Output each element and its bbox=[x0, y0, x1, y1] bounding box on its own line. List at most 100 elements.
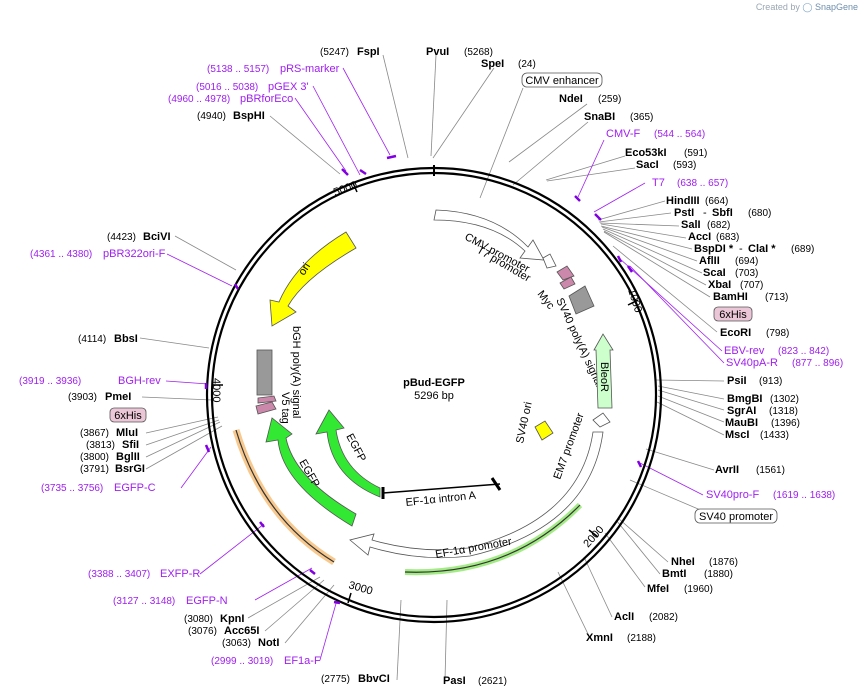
primer-name: T7 bbox=[652, 177, 665, 189]
site-bbvci[interactable]: (2775)BbvCI bbox=[321, 673, 390, 685]
v5-tag-2[interactable] bbox=[257, 395, 277, 404]
site-hindiii[interactable]: HindIII(664) bbox=[666, 195, 728, 207]
tick-label-1000: 1000 bbox=[625, 287, 644, 314]
feature-label-bgh-polya: bGH poly(A) signal bbox=[290, 326, 302, 418]
boxed-6xhis-left[interactable]: 6xHis bbox=[109, 407, 147, 423]
boxed-6xhis-right[interactable]: 6xHis bbox=[713, 306, 753, 322]
site-bspdi-clai[interactable]: BspDI *-ClaI *(689) bbox=[694, 243, 814, 255]
site-pos: (259) bbox=[598, 94, 621, 105]
em7-promoter-arrow[interactable] bbox=[592, 412, 611, 428]
site-bsrgi[interactable]: (3791)BsrGI bbox=[80, 463, 145, 475]
site-pmei[interactable]: (3903)PmeI bbox=[68, 391, 131, 403]
ef1a-intron[interactable] bbox=[381, 477, 502, 499]
primer-egfp-n[interactable]: (3127 .. 3148)EGFP-N bbox=[113, 595, 228, 607]
site-kpni[interactable]: (3080)KpnI bbox=[184, 613, 244, 625]
site-psii[interactable]: PsiI(913) bbox=[727, 375, 782, 387]
site-name: SfiI bbox=[122, 439, 139, 451]
myc-tag-2[interactable] bbox=[559, 276, 576, 290]
site-mfei[interactable]: MfeI(1960) bbox=[647, 583, 713, 595]
primer-range: (3735 .. 3756) bbox=[41, 483, 103, 494]
site-nhei[interactable]: NheI(1876) bbox=[671, 556, 738, 568]
site-sfii[interactable]: (3813)SfiI bbox=[86, 439, 139, 451]
site-sali[interactable]: SalI(682) bbox=[681, 219, 730, 231]
site-spei[interactable]: SpeI(24) bbox=[481, 58, 536, 70]
primer-ef1a-f[interactable]: (2999 .. 3019)EF1a-F bbox=[211, 655, 321, 667]
primer-prs-marker[interactable]: (5138 .. 5157)pRS-marker bbox=[207, 63, 340, 75]
site-sgrai[interactable]: SgrAI(1318) bbox=[727, 405, 798, 417]
boxed-label: 6xHis bbox=[719, 309, 747, 321]
site-aflii[interactable]: AflII(694) bbox=[699, 255, 758, 267]
bgh-polya-box[interactable] bbox=[256, 349, 273, 396]
site-acc65i[interactable]: (3076)Acc65I bbox=[188, 625, 259, 637]
site-ecori[interactable]: EcoRI(798) bbox=[720, 327, 789, 339]
site-pvui[interactable]: PvuI(5268) bbox=[426, 46, 493, 58]
primer-cmv-f[interactable]: CMV-F(544 .. 564) bbox=[606, 128, 705, 140]
site-acci[interactable]: AccI(683) bbox=[688, 231, 739, 243]
ori-arrow[interactable] bbox=[269, 231, 357, 327]
site-xmni[interactable]: XmnI(2188) bbox=[586, 632, 656, 644]
boxed-cmv-enhancer[interactable]: CMV enhancer bbox=[521, 72, 603, 88]
primer-t7[interactable]: T7(638 .. 657) bbox=[652, 177, 728, 189]
primer-name: SV40pro-F bbox=[706, 489, 759, 501]
myc-tag[interactable] bbox=[556, 265, 575, 281]
site-pos: (4940) bbox=[197, 111, 226, 122]
egfp-arrow-outer[interactable] bbox=[265, 417, 357, 527]
primer-pbrforeco[interactable]: (4960 .. 4978)pBRforEco bbox=[168, 93, 293, 105]
site-ndei[interactable]: NdeI(259) bbox=[559, 93, 621, 105]
site-noti[interactable]: (3063)NotI bbox=[222, 637, 279, 649]
site-name: BspDI * bbox=[694, 243, 734, 255]
site-msci[interactable]: MscI(1433) bbox=[725, 429, 789, 441]
feature-label-egfp-inner: EGFP bbox=[343, 432, 368, 464]
boxed-sv40-promoter[interactable]: SV40 promoter bbox=[694, 508, 778, 524]
ef1a-promoter-arrow[interactable] bbox=[349, 431, 604, 559]
egfp-arrow-inner[interactable] bbox=[315, 409, 381, 498]
t7-promoter-arrow[interactable] bbox=[542, 253, 557, 269]
primer-sv40pa-r[interactable]: SV40pA-R(877 .. 896) bbox=[726, 357, 843, 369]
primer-pgex3[interactable]: (5016 .. 5038)pGEX 3' bbox=[196, 81, 309, 93]
site-maubi[interactable]: MauBI(1396) bbox=[725, 417, 800, 429]
site-xbai[interactable]: XbaI(707) bbox=[708, 279, 763, 291]
svg-text:-: - bbox=[739, 243, 743, 255]
site-eco53ki[interactable]: Eco53kI(591) bbox=[625, 147, 707, 159]
primer-pbr322ori-f[interactable]: (4361 .. 4380)pBR322ori-F bbox=[30, 248, 166, 260]
site-name: MfeI bbox=[647, 583, 669, 595]
site-name: BamHI bbox=[713, 291, 748, 303]
sv40-ori-box[interactable] bbox=[534, 420, 554, 441]
cmv-promoter-arrow[interactable] bbox=[433, 209, 545, 261]
site-pos: (1433) bbox=[760, 430, 789, 441]
feature-label-ori: ori bbox=[296, 261, 313, 278]
site-bamhi[interactable]: BamHI(713) bbox=[713, 291, 788, 303]
plasmid-name: pBud-EGFP bbox=[403, 377, 465, 389]
site-bmgbi[interactable]: BmgBI(1302) bbox=[727, 393, 799, 405]
site-bsphi[interactable]: (4940)BspHI bbox=[197, 110, 265, 122]
site-bcivi[interactable]: (4423)BciVI bbox=[107, 231, 171, 243]
site-bglii[interactable]: (3800)BglII bbox=[80, 451, 140, 463]
primer-ebv-rev[interactable]: EBV-rev(823 .. 842) bbox=[724, 345, 829, 357]
site-pos: (4114) bbox=[78, 334, 106, 345]
sv40-polya-box[interactable] bbox=[568, 285, 595, 315]
primer-sv40pro-f[interactable]: SV40pro-F(1619 .. 1638) bbox=[706, 489, 835, 501]
site-saci[interactable]: SacI(593) bbox=[636, 159, 696, 171]
site-snabi[interactable]: SnaBI(365) bbox=[584, 111, 653, 123]
site-mlui[interactable]: (3867)MluI bbox=[80, 427, 138, 439]
site-avrii[interactable]: AvrII(1561) bbox=[715, 464, 785, 476]
site-name: PvuI bbox=[426, 46, 449, 58]
site-acli[interactable]: AclI(2082) bbox=[614, 611, 678, 623]
site-bmti[interactable]: BmtI(1880) bbox=[662, 568, 733, 580]
site-name: Acc65I bbox=[224, 625, 259, 637]
site-fspi[interactable]: (5247)FspI bbox=[320, 46, 380, 58]
site-pos: (3867) bbox=[80, 428, 109, 439]
boxed-label: CMV enhancer bbox=[525, 75, 599, 87]
site-pos: (682) bbox=[707, 220, 730, 231]
site-psti-sbfi[interactable]: PstI-SbfI(680) bbox=[674, 207, 771, 219]
primer-bgh-rev[interactable]: (3919 .. 3936)BGH-rev bbox=[19, 375, 161, 387]
primer-egfp-c[interactable]: (3735 .. 3756)EGFP-C bbox=[41, 482, 156, 494]
tick-label-4000: 4000 bbox=[210, 378, 222, 402]
v5-tag[interactable] bbox=[255, 401, 277, 415]
site-bbsi[interactable]: (4114)BbsI bbox=[78, 333, 138, 345]
bleor-arrow[interactable] bbox=[593, 333, 614, 409]
site-pos: (703) bbox=[735, 268, 758, 279]
site-pasi[interactable]: PasI(2621) bbox=[443, 675, 507, 687]
site-scai[interactable]: ScaI(703) bbox=[703, 267, 758, 279]
primer-exfp-r[interactable]: (3388 .. 3407)EXFP-R bbox=[88, 568, 200, 580]
